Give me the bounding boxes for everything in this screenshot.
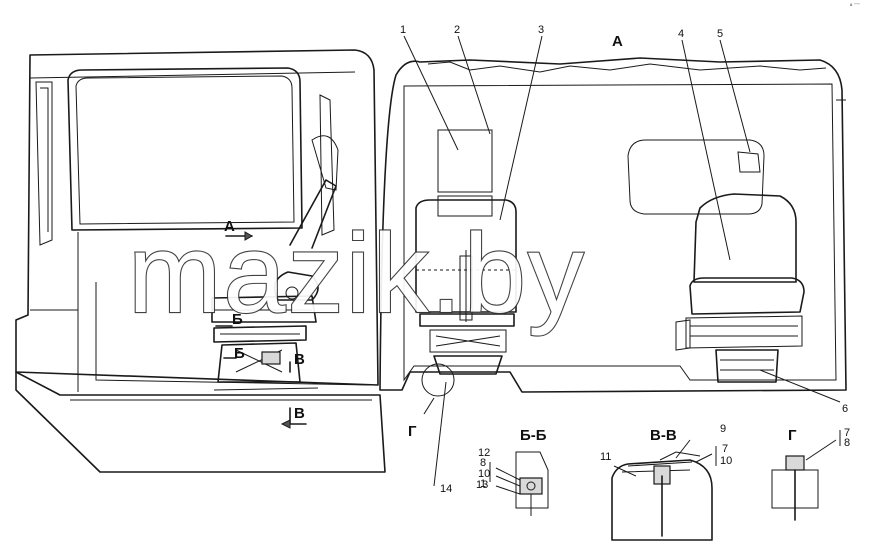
callout-13: 13	[476, 479, 488, 491]
callout-10-vv: 10	[720, 455, 732, 467]
callout-6: 6	[842, 403, 848, 415]
callout-8-g: 8	[844, 437, 850, 449]
section-title-b-b: Б-Б	[520, 427, 547, 444]
callout-1: 1	[400, 24, 406, 36]
callout-3: 3	[538, 24, 544, 36]
section-label-b-1: Б	[232, 311, 243, 328]
section-label-b-2: Б	[234, 345, 245, 362]
section-g	[771, 439, 837, 521]
callout-14: 14	[440, 483, 452, 495]
section-markers-left: А Б Б В В	[215, 218, 307, 429]
watermark: mazik.by	[128, 211, 586, 336]
section-title-v-v: В-В	[650, 427, 677, 444]
labels: А 1 2 3 4 5 6 14 Г Б-Б В-В Г 12 8 10 1 1…	[400, 3, 860, 495]
callout-11: 11	[600, 451, 611, 463]
callout-1-bb: 1	[480, 478, 486, 490]
callout-9: 9	[720, 423, 726, 435]
callout-7-g: 7	[844, 427, 850, 439]
callout-10-bb: 10	[478, 468, 490, 480]
detail-label-g: Г	[408, 423, 417, 440]
arrow-label-a: А	[224, 218, 235, 235]
cab-side-view	[15, 49, 386, 473]
corner-mark: ª ¨¨¨	[850, 3, 860, 10]
section-b-b	[495, 451, 549, 516]
callout-8-bb: 8	[480, 457, 486, 469]
section-v-v	[611, 439, 713, 541]
section-title-g: Г	[788, 427, 797, 444]
section-label-v-1: В	[294, 351, 305, 368]
view-label-a: А	[612, 33, 623, 50]
view-a-rear-view	[379, 57, 847, 397]
callout-7-vv: 7	[722, 443, 728, 455]
callout-12: 12	[478, 447, 490, 459]
callout-4: 4	[678, 28, 684, 40]
section-label-v-2: В	[294, 405, 305, 422]
leader-lines	[403, 35, 841, 487]
callout-5: 5	[717, 28, 723, 40]
callout-2: 2	[454, 24, 460, 36]
